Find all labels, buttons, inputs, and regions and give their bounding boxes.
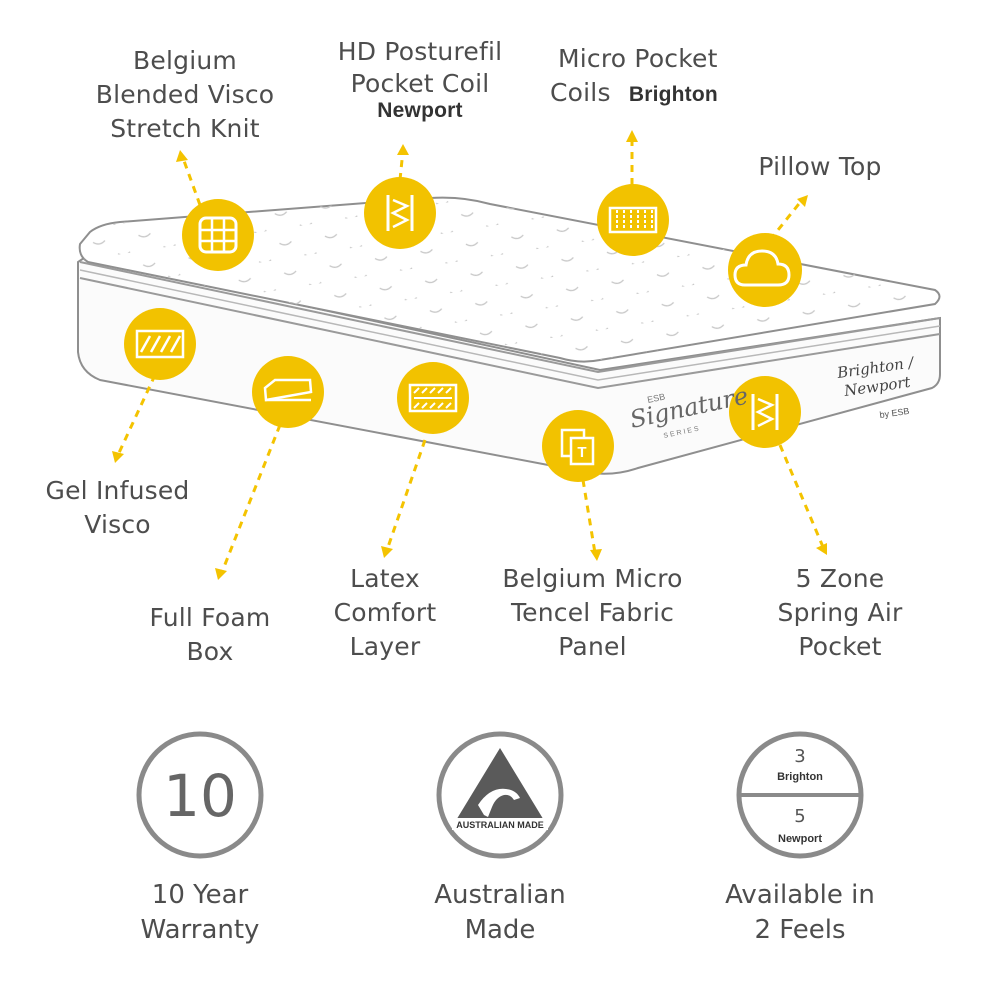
label-line: 2 Feels bbox=[754, 915, 846, 945]
label-line: Stretch Knit bbox=[110, 114, 260, 143]
corner-by-brand: by ESB bbox=[879, 406, 910, 420]
label-line: Available in bbox=[725, 880, 875, 910]
label-line: Full Foam bbox=[149, 603, 271, 632]
spring-coil-icon bbox=[364, 177, 436, 249]
label-tencel: Belgium Micro Tencel Fabric Panel bbox=[490, 562, 695, 664]
pointer-lines bbox=[116, 138, 825, 573]
label-tag-brighton: Brighton bbox=[628, 83, 718, 106]
label-micro-pocket: Micro Pocket Coils Brighton bbox=[550, 42, 750, 112]
warranty-badge: 10 bbox=[136, 731, 264, 859]
label-line: Pocket bbox=[798, 632, 882, 661]
label-line: Comfort bbox=[333, 598, 437, 627]
feel-top-name: Brighton bbox=[777, 771, 823, 783]
warranty-number: 10 bbox=[163, 762, 237, 830]
australian-made-logo-text: AUSTRALIAN MADE bbox=[456, 820, 544, 830]
label-line: Gel Infused bbox=[45, 476, 190, 505]
label-line: Micro Pocket bbox=[558, 44, 718, 73]
label-line: Spring Air bbox=[777, 598, 903, 627]
two-feels-label: Available in 2 Feels bbox=[700, 878, 900, 948]
pointer-arrowheads bbox=[112, 130, 827, 580]
label-line: Panel bbox=[558, 632, 627, 661]
label-belgium-knit: Belgium Blended Visco Stretch Knit bbox=[80, 44, 290, 146]
label-tag-newport: Newport bbox=[377, 99, 463, 122]
fabric-panel-icon: T bbox=[542, 410, 614, 482]
label-coils: Coils bbox=[550, 78, 611, 107]
label-gel-visco: Gel Infused Visco bbox=[30, 474, 205, 542]
label-latex: Latex Comfort Layer bbox=[315, 562, 455, 664]
label-hd-posturefil: HD Posturefil Pocket Coil Newport bbox=[310, 36, 530, 122]
warranty-label: 10 Year Warranty bbox=[110, 878, 290, 948]
label-line: Belgium bbox=[133, 46, 237, 75]
kangaroo-triangle-logo bbox=[455, 748, 545, 822]
label-line: Blended Visco bbox=[95, 80, 275, 109]
label-line-with-tag: Coils Brighton bbox=[550, 76, 750, 112]
label-line: Box bbox=[186, 637, 234, 666]
micro-coils-icon bbox=[597, 184, 669, 256]
feel-bottom-number: 5 bbox=[794, 806, 805, 827]
label-line: 10 Year bbox=[151, 880, 249, 910]
label-line: Tencel Fabric bbox=[510, 598, 675, 627]
label-line: Latex bbox=[350, 564, 420, 593]
feel-top-number: 3 bbox=[794, 746, 805, 767]
label-line: Made bbox=[464, 915, 536, 945]
brighton-newport-script-logo: Brighton / Newport by ESB bbox=[835, 353, 916, 420]
cloud-icon bbox=[728, 233, 802, 307]
knit-fabric-icon bbox=[182, 199, 254, 271]
two-feels-badge: 3 Brighton 5 Newport bbox=[736, 731, 864, 859]
label-line: Layer bbox=[349, 632, 421, 661]
foam-box-icon bbox=[252, 356, 324, 428]
feel-bottom-name: Newport bbox=[778, 833, 822, 845]
australian-made-label: Australian Made bbox=[410, 878, 590, 948]
gel-layer-icon bbox=[124, 308, 196, 380]
svg-text:T: T bbox=[577, 444, 586, 461]
label-line: Visco bbox=[84, 510, 151, 539]
label-full-foam: Full Foam Box bbox=[130, 601, 290, 669]
australian-made-badge: AUSTRALIAN MADE bbox=[436, 731, 564, 859]
label-line: HD Posturefil bbox=[337, 37, 503, 66]
label-line: 5 Zone bbox=[795, 564, 885, 593]
label-pillow-top: Pillow Top bbox=[730, 150, 910, 184]
label-line: Warranty bbox=[140, 915, 260, 945]
label-line: Belgium Micro bbox=[502, 564, 683, 593]
signature-brand-small: ESB bbox=[646, 391, 666, 405]
mattress bbox=[77, 196, 941, 475]
zone-spring-icon bbox=[729, 376, 801, 448]
label-five-zone: 5 Zone Spring Air Pocket bbox=[755, 562, 925, 664]
latex-layer-icon bbox=[397, 362, 469, 434]
label-line: Pocket Coil bbox=[350, 69, 490, 98]
label-line: Pillow Top bbox=[758, 152, 882, 181]
label-line: Australian bbox=[434, 880, 566, 910]
